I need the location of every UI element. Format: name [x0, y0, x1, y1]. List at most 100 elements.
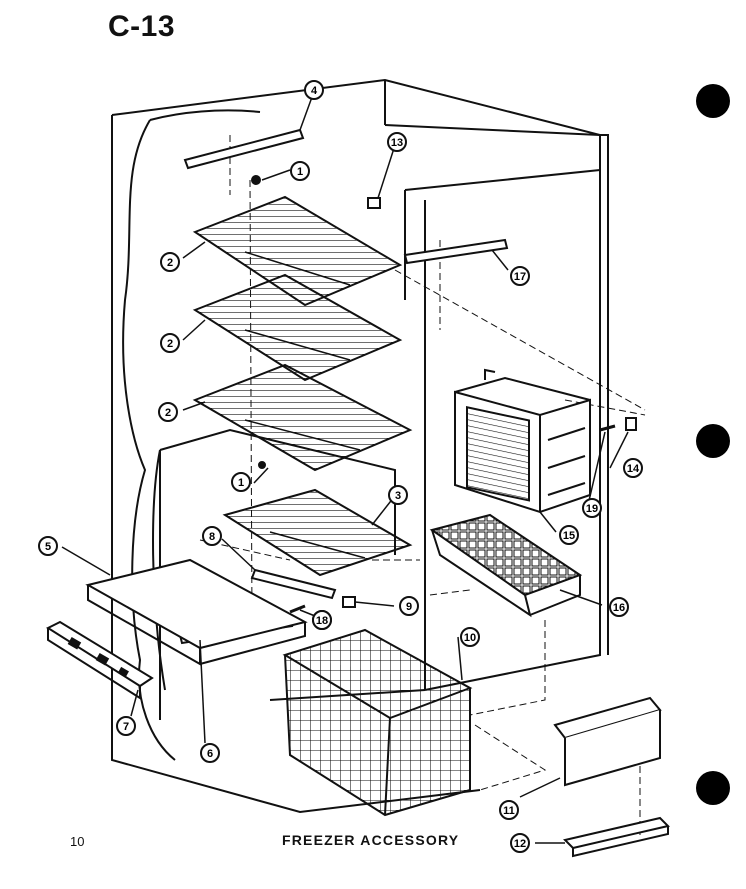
callout-4: 4 — [304, 80, 324, 100]
callout-number: 18 — [316, 615, 328, 627]
callout-circle — [623, 458, 643, 478]
callout-17: 17 — [510, 266, 530, 286]
callout-number: 4 — [311, 85, 318, 97]
callout-circle — [499, 800, 519, 820]
callout-8: 8 — [202, 526, 222, 546]
callout-5: 5 — [38, 536, 58, 556]
callout-circle — [200, 743, 220, 763]
callout-leaders — [61, 96, 629, 844]
callout-circle — [158, 402, 178, 422]
page-number: 10 — [70, 834, 85, 849]
callout-number: 15 — [563, 530, 575, 542]
callout-number: 9 — [406, 601, 412, 613]
callout-circle — [388, 485, 408, 505]
part-19-screw — [599, 424, 616, 432]
callout-circle — [460, 627, 480, 647]
callout-circle — [290, 161, 310, 181]
door-shelf-rail — [563, 816, 670, 858]
door-shelf-front — [553, 696, 662, 787]
callout-18: 18 — [312, 610, 332, 630]
part-1-screw-top — [251, 175, 261, 185]
cabinet-liner-cutaway — [122, 109, 261, 761]
callout-circle — [387, 132, 407, 152]
callout-circle — [116, 716, 136, 736]
callout-number: 10 — [464, 632, 476, 644]
callout-number: 19 — [586, 503, 598, 515]
callout-2: 2 — [160, 252, 180, 272]
callout-circle — [160, 252, 180, 272]
drawer-rail — [250, 568, 337, 600]
callout-11: 11 — [499, 800, 519, 820]
callout-circle — [160, 333, 180, 353]
callout-number: 5 — [45, 541, 51, 553]
callout-7: 7 — [116, 716, 136, 736]
callout-circle — [38, 536, 58, 556]
punch-hole-bottom — [696, 771, 730, 805]
callout-number: 13 — [391, 137, 403, 149]
wire-shelf-bottom — [222, 488, 413, 577]
callout-number: 12 — [514, 838, 526, 850]
callout-number: 7 — [123, 721, 129, 733]
callout-9: 9 — [399, 596, 419, 616]
part-1-screw-lower — [258, 461, 266, 469]
callout-circle — [510, 833, 530, 853]
ice-tray — [429, 513, 583, 618]
callout-19: 19 — [582, 498, 602, 518]
callout-circle — [510, 266, 530, 286]
drawer-cover — [85, 558, 308, 666]
callout-number: 11 — [503, 805, 515, 817]
callout-circle — [399, 596, 419, 616]
small-parts — [251, 175, 637, 614]
punch-hole-middle — [696, 424, 730, 458]
part-13-clip — [367, 197, 381, 209]
callout-13: 13 — [387, 132, 407, 152]
page-code: C-13 — [108, 10, 176, 43]
wire-basket — [282, 628, 473, 817]
callout-circle — [202, 526, 222, 546]
callout-15: 15 — [559, 525, 579, 545]
control-panel — [45, 620, 154, 700]
callout-number: 1 — [297, 166, 303, 178]
page-caption: FREEZER ACCESSORY — [282, 832, 460, 848]
part-18-screw — [289, 604, 306, 614]
callout-number: 2 — [167, 257, 173, 269]
punch-hole-top — [696, 84, 730, 118]
callout-labels: 1122234567891010111213141516171819 — [38, 80, 643, 853]
callout-3: 3 — [388, 485, 408, 505]
cabinet-outline — [111, 78, 609, 814]
part-14-clip — [625, 417, 637, 431]
callout-6: 6 — [200, 743, 220, 763]
callout-circle — [582, 498, 602, 518]
callout-10: 10 — [460, 627, 480, 647]
top-shelf-rail — [183, 128, 305, 170]
callout-14: 14 — [623, 458, 643, 478]
callout-number: 16 — [613, 602, 625, 614]
callout-1: 1 — [231, 472, 251, 492]
callout-number: 6 — [207, 748, 213, 760]
wire-shelf-lower — [192, 363, 413, 472]
callout-2: 2 — [160, 333, 180, 353]
callout-number: 14 — [627, 463, 640, 475]
callout-circle — [231, 472, 251, 492]
part-9-clip — [342, 596, 356, 608]
wire-shelves — [192, 195, 413, 577]
wire-shelf-middle — [192, 273, 403, 382]
callout-circle — [559, 525, 579, 545]
callout-circle — [609, 597, 629, 617]
callout-number: 3 — [395, 490, 401, 502]
ice-maker-assembly — [454, 368, 591, 514]
callout-12: 12 — [510, 833, 530, 853]
mid-shelf-rail — [403, 238, 509, 265]
callout-number: 2 — [167, 338, 173, 350]
callout-16: 16 — [609, 597, 629, 617]
callout-number: 2 — [165, 407, 171, 419]
callout-circle — [304, 80, 324, 100]
callout-number: 8 — [209, 531, 215, 543]
callout-1: 1 — [290, 161, 310, 181]
callout-circle — [312, 610, 332, 630]
callout-number: 1 — [238, 477, 244, 489]
callout-number: 17 — [514, 271, 526, 283]
callout-2: 2 — [158, 402, 178, 422]
